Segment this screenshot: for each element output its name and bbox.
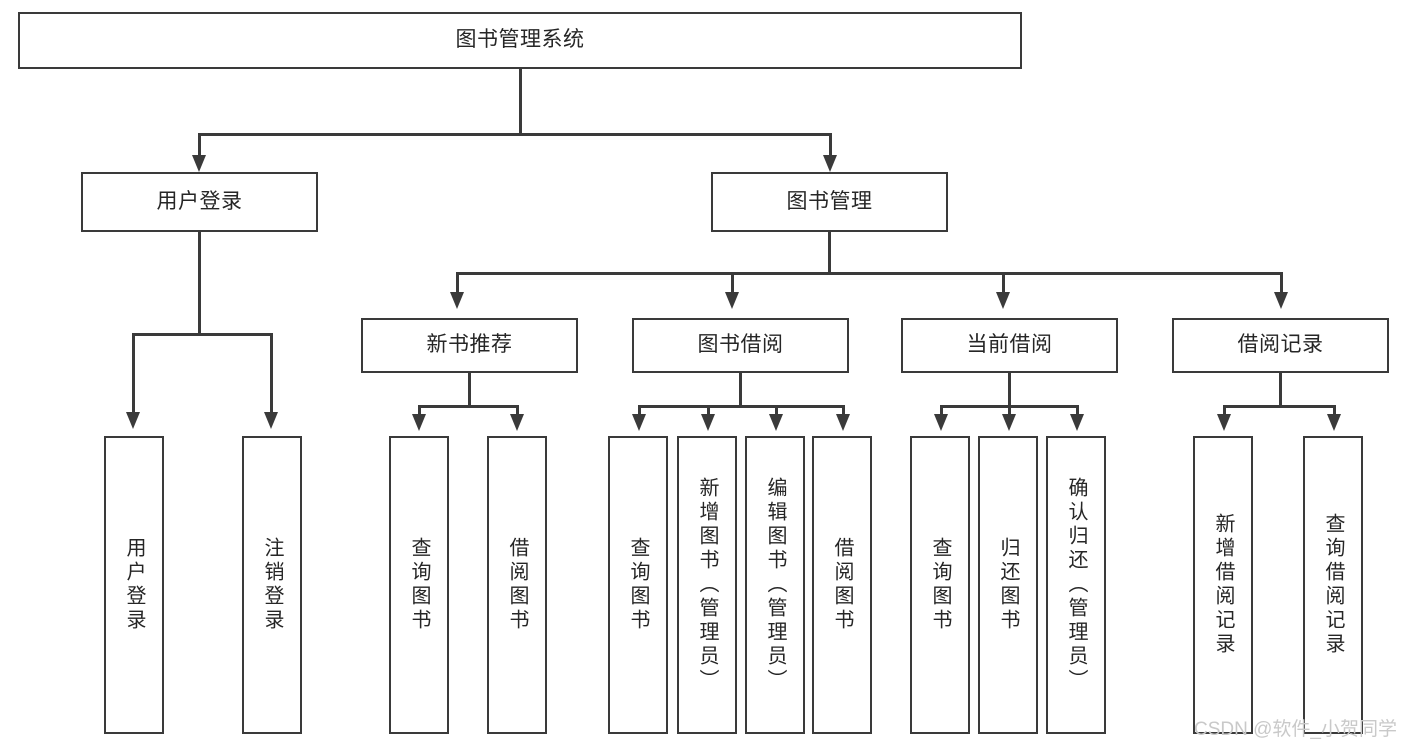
leaf-cb-query-book[interactable]: 查询图书 [910,436,970,734]
arrowhead-cb-leaf-2 [1070,414,1084,431]
edge-root-bar [199,133,832,136]
node-label: 图书借阅 [697,333,784,357]
leaf-br-query-record[interactable]: 查询借阅记录 [1303,436,1363,734]
edge-cb-leaf-1 [1008,405,1011,416]
node-label: 新书推荐 [426,333,513,357]
edge-root-stem [519,69,522,135]
leaf-nbr-borrow-book[interactable]: 借阅图书 [487,436,547,734]
node-label: 借阅图书 [506,537,528,633]
node-label: 查询图书 [627,537,649,633]
arrowhead-cb-leaf-1 [1002,414,1016,431]
node-label: 编辑图书（管理员） [764,477,786,693]
edge-cb-leaf-0 [940,405,943,416]
node-borrow-record[interactable]: 借阅记录 [1172,318,1389,373]
leaf-bb-query-book[interactable]: 查询图书 [608,436,668,734]
leaf-nbr-query-book[interactable]: 查询图书 [389,436,449,734]
arrowhead-user-login-leaf-1 [264,412,278,429]
node-label: 用户登录 [123,537,145,633]
node-label: 注销登录 [261,537,283,633]
edge-nbr-leaf-0 [418,405,421,416]
edge-user-login-leaf-1 [270,333,273,413]
edge-user-login-stem [198,232,201,335]
leaf-bb-borrow-book[interactable]: 借阅图书 [812,436,872,734]
edge-root-to-book-manage [829,133,832,157]
arrowhead-bb-leaf-1 [701,414,715,431]
edge-bb-leaf-0 [638,405,641,416]
node-root-system[interactable]: 图书管理系统 [18,12,1022,69]
edge-br-leaf-0 [1223,405,1226,416]
arrowhead-borrow-record [1274,292,1288,309]
edge-bb-leaf-1 [707,405,710,416]
leaf-logout-login[interactable]: 注销登录 [242,436,302,734]
node-label: 确认归还（管理员） [1065,477,1087,693]
node-label: 新增图书（管理员） [696,477,718,693]
edge-new-book-recommend-stem [468,373,471,407]
node-user-login[interactable]: 用户登录 [81,172,318,232]
edge-book-manage-bar [456,272,1282,275]
arrowhead-nbr-leaf-0 [412,414,426,431]
leaf-cb-return-book[interactable]: 归还图书 [978,436,1038,734]
edge-nbr-leaf-1 [516,405,519,416]
node-new-book-recommend[interactable]: 新书推荐 [361,318,578,373]
arrowhead-current-borrow [996,292,1010,309]
arrowhead-book-borrow [725,292,739,309]
edge-user-login-leaf-0 [132,333,135,413]
edge-book-manage-stem [828,232,831,274]
node-label: 查询图书 [408,537,430,633]
arrowhead-br-leaf-0 [1217,414,1231,431]
arrowhead-br-leaf-1 [1327,414,1341,431]
edge-bb-leaf-3 [842,405,845,416]
node-label: 新增借阅记录 [1212,513,1234,657]
edge-borrow-record-bar [1224,405,1335,408]
leaf-bb-add-book-admin[interactable]: 新增图书（管理员） [677,436,737,734]
edge-bb-leaf-2 [775,405,778,416]
node-label: 查询图书 [929,537,951,633]
edge-book-borrow-bar [639,405,844,408]
node-label: 图书管理系统 [455,28,585,52]
node-label: 借阅记录 [1237,333,1324,357]
edge-user-login-bar [133,333,272,336]
arrowhead-bb-leaf-2 [769,414,783,431]
node-book-manage[interactable]: 图书管理 [711,172,948,232]
arrowhead-bb-leaf-3 [836,414,850,431]
node-current-borrow[interactable]: 当前借阅 [901,318,1118,373]
edge-br-leaf-1 [1333,405,1336,416]
arrowhead-bb-leaf-0 [632,414,646,431]
arrowhead-book-manage [823,155,837,172]
leaf-br-add-record[interactable]: 新增借阅记录 [1193,436,1253,734]
arrowhead-cb-leaf-0 [934,414,948,431]
edge-new-book-recommend-bar [419,405,518,408]
arrowhead-nbr-leaf-1 [510,414,524,431]
edge-current-borrow-stem [1008,373,1011,407]
edge-to-borrow-record [1280,272,1283,294]
edge-borrow-record-stem [1279,373,1282,407]
node-label: 图书管理 [786,189,873,213]
edge-to-new-book-recommend [456,272,459,294]
node-label: 查询借阅记录 [1322,513,1344,657]
edge-to-book-borrow [731,272,734,294]
node-label: 当前借阅 [966,333,1053,357]
edge-cb-leaf-2 [1076,405,1079,416]
watermark-text: CSDN @软件_小贺同学 [1194,719,1397,740]
edge-book-borrow-stem [739,373,742,407]
leaf-cb-confirm-return-admin[interactable]: 确认归还（管理员） [1046,436,1106,734]
node-label: 用户登录 [156,189,243,213]
node-label: 归还图书 [997,537,1019,633]
leaf-bb-edit-book-admin[interactable]: 编辑图书（管理员） [745,436,805,734]
arrowhead-new-book-recommend [450,292,464,309]
edge-to-current-borrow [1002,272,1005,294]
leaf-user-login[interactable]: 用户登录 [104,436,164,734]
node-label: 借阅图书 [831,537,853,633]
node-book-borrow[interactable]: 图书借阅 [632,318,849,373]
arrowhead-user-login-leaf-0 [126,412,140,429]
arrowhead-user-login [192,155,206,172]
edge-root-to-user-login [198,133,201,157]
